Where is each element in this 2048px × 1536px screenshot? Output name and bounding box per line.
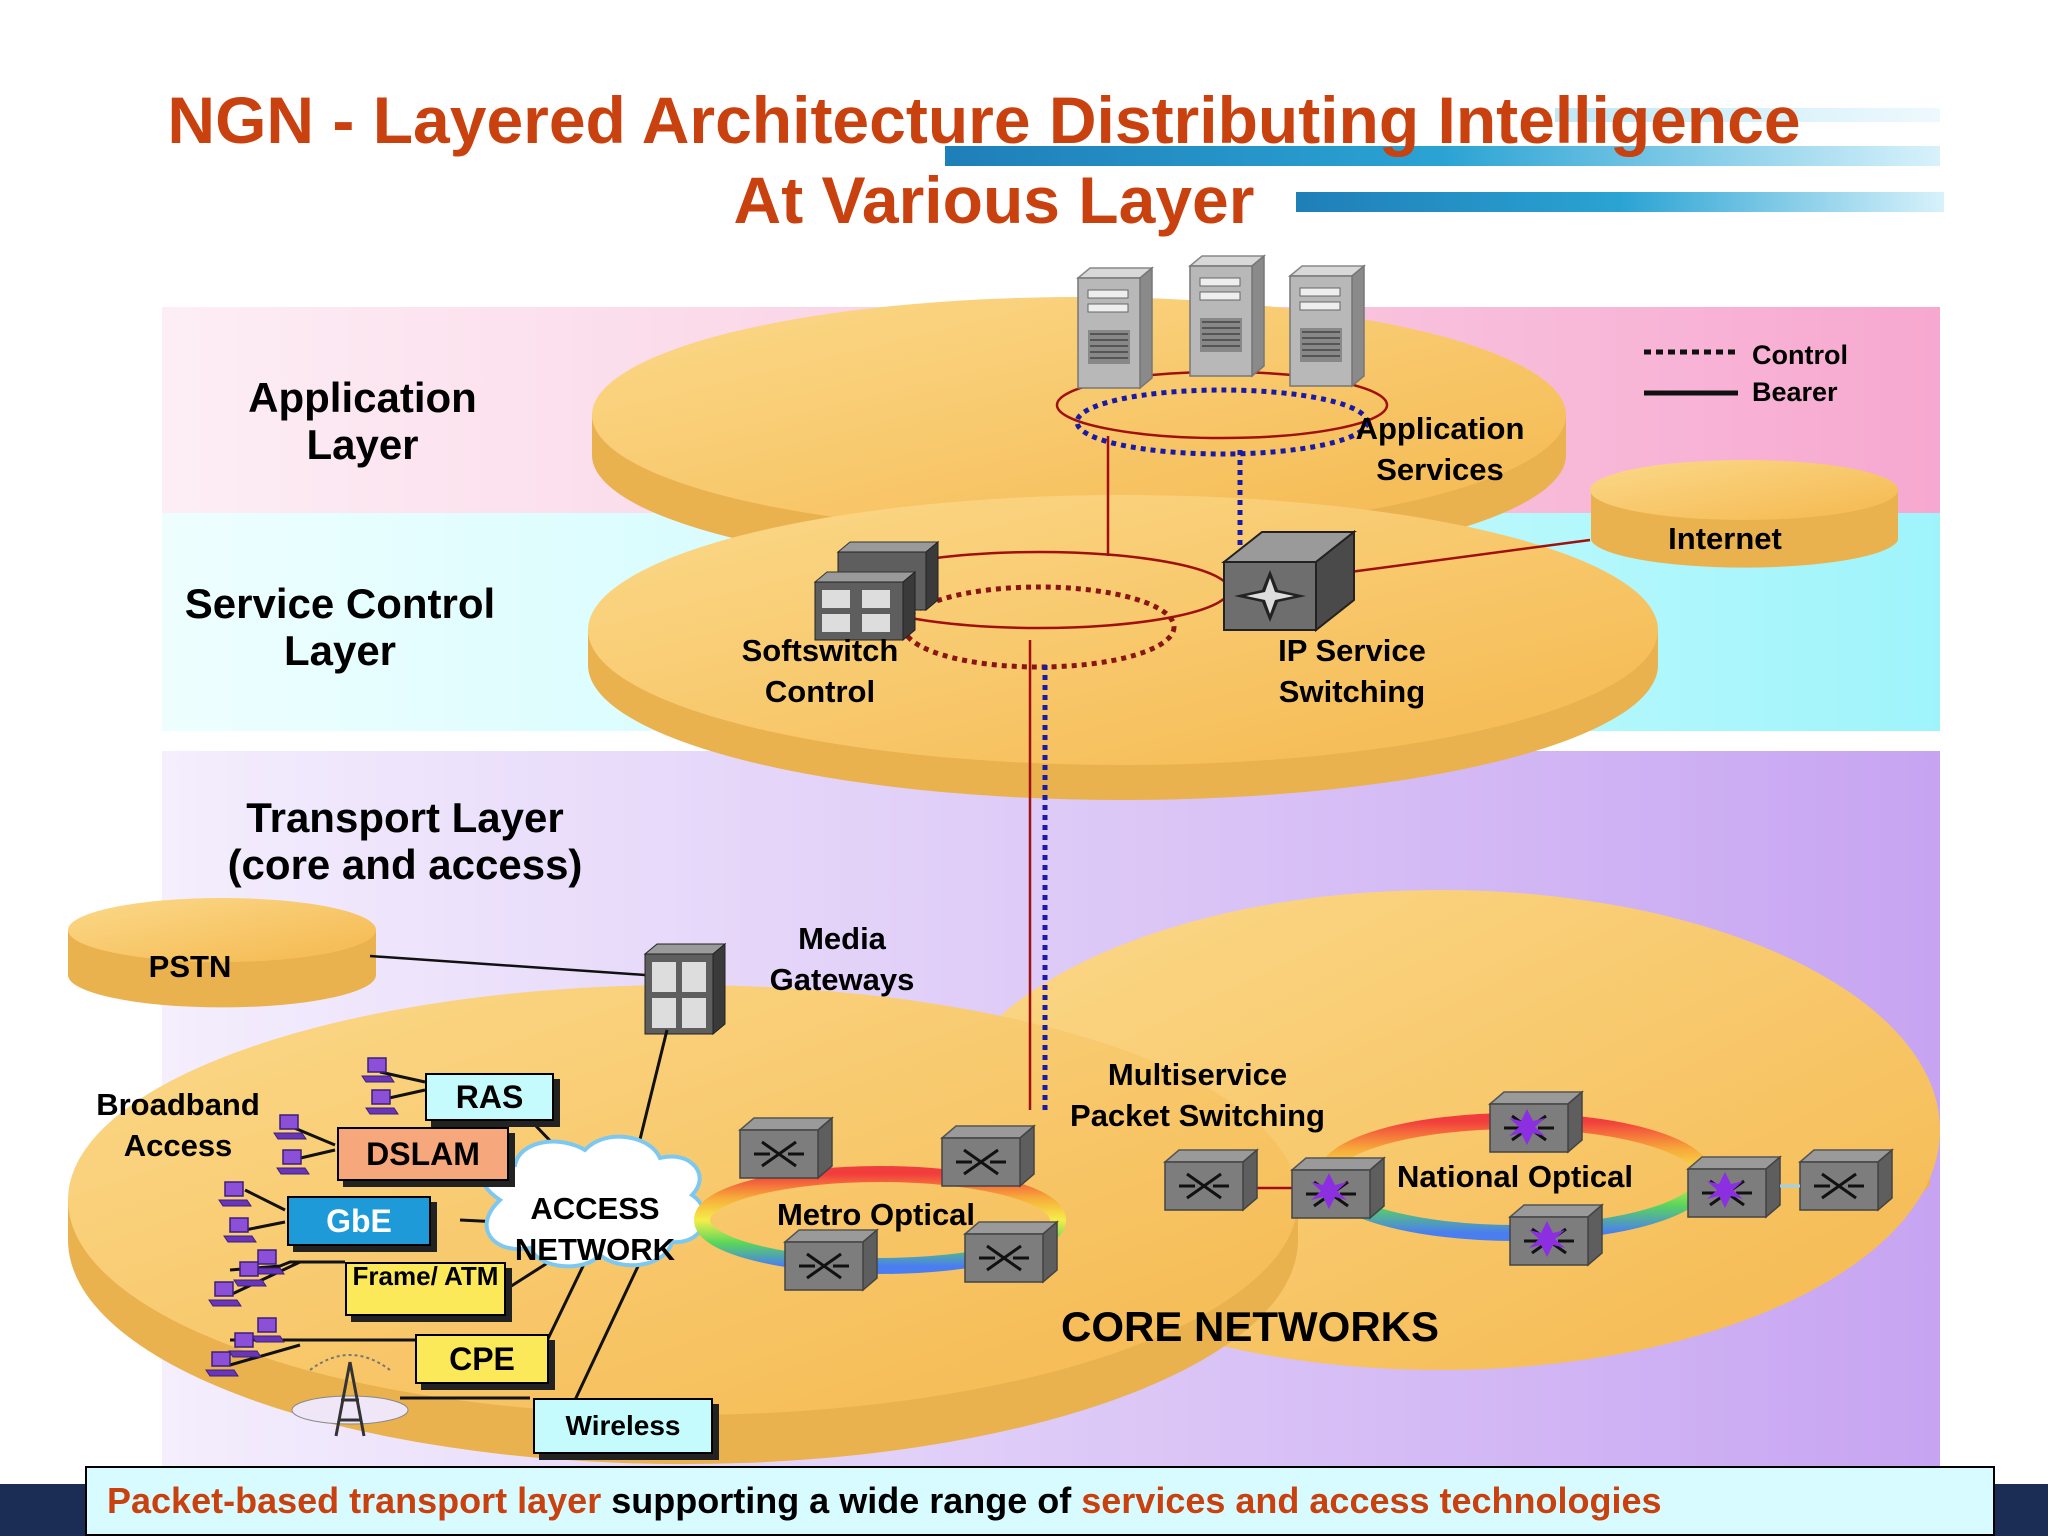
access-box-gbe: GbE — [287, 1196, 431, 1246]
broadband-line2: Access — [123, 1128, 233, 1163]
service-layer-line1: Service Control — [184, 580, 496, 627]
legend-control-label: Control — [1752, 340, 1848, 370]
application-services-line2: Services — [1376, 452, 1504, 487]
footer-part3: services and access technologies — [1081, 1480, 1662, 1521]
access-box-cpe-label: CPE — [449, 1341, 515, 1377]
softswitch-label: Softswitch Control — [720, 630, 920, 712]
transport-layer-label: Transport Layer (core and access) — [200, 794, 610, 888]
media-gateways-line1: Media — [798, 921, 886, 956]
ip-switch-icon — [1221, 529, 1357, 633]
service-layer-label: Service Control Layer — [150, 580, 530, 674]
access-box-wireless-label: Wireless — [565, 1410, 681, 1441]
page-title-line2: At Various Layer — [733, 163, 1255, 237]
internet-label: Internet — [1668, 521, 1782, 556]
media-gateways-line2: Gateways — [769, 962, 915, 997]
ip-switching-line1: IP Service — [1278, 633, 1426, 668]
multiservice-line2: Packet Switching — [1070, 1098, 1325, 1133]
application-services-label: Application Services — [1340, 408, 1540, 490]
metro-optical-ring — [694, 1166, 1066, 1274]
transport-layer-line1: Transport Layer — [246, 794, 564, 841]
access-box-gbe-label: GbE — [326, 1203, 392, 1239]
softswitch-line1: Softswitch — [741, 633, 899, 668]
access-network-label: ACCESS NETWORK — [495, 1188, 695, 1270]
broadband-line1: Broadband — [96, 1087, 260, 1122]
access-network-line2: NETWORK — [514, 1232, 676, 1267]
multiservice-line1: Multiservice — [1107, 1057, 1288, 1092]
optical-switch-icon — [783, 1228, 879, 1292]
application-services-line1: Application — [1355, 411, 1525, 446]
media-gateways-label: Media Gateways — [752, 918, 932, 1000]
internet-disk — [1590, 460, 1898, 568]
application-layer-line1: Application — [248, 374, 477, 421]
footer-part1: Packet-based transport layer — [107, 1480, 602, 1521]
optical-switch-icon — [1163, 1148, 1259, 1212]
media-gateway-icon — [643, 942, 727, 1036]
metro-optical-label: Metro Optical — [776, 1197, 976, 1232]
control-connections — [1042, 450, 1243, 1110]
title-stripe-mid — [1555, 108, 1940, 122]
access-box-cpe: CPE — [415, 1334, 549, 1384]
access-box-dslam: DSLAM — [337, 1127, 509, 1181]
multiservice-label: Multiservice Packet Switching — [1040, 1054, 1355, 1136]
ip-switching-label: IP Service Switching — [1252, 630, 1452, 712]
footer-part2: supporting a wide range of — [601, 1480, 1082, 1521]
transport-layer-line2: (core and access) — [227, 841, 583, 888]
service-layer-line2: Layer — [283, 627, 397, 674]
legend — [1644, 349, 1738, 396]
title-stripe-low — [1296, 192, 1944, 212]
pstn-label: PSTN — [148, 949, 232, 984]
access-box-dslam-label: DSLAM — [366, 1136, 480, 1172]
server-icon — [1077, 267, 1153, 389]
access-box-ras: RAS — [425, 1073, 554, 1121]
optical-switch-icon — [1798, 1148, 1894, 1212]
server-icon — [1189, 255, 1265, 377]
ip-switching-line2: Switching — [1278, 674, 1426, 709]
optical-switch-icon — [940, 1124, 1036, 1188]
server-icon — [1289, 265, 1365, 387]
bearer-connections — [1028, 436, 1591, 1190]
national-optical-label: National Optical — [1397, 1159, 1633, 1194]
access-box-frame-atm-label: Frame/ ATM — [352, 1261, 499, 1291]
legend-bearer-label: Bearer — [1752, 377, 1838, 407]
title-stripe-top — [945, 146, 1940, 166]
access-network-cloud — [480, 1134, 707, 1269]
pstn-link — [369, 954, 646, 977]
footer-banner: Packet-based transport layer supporting … — [85, 1466, 1995, 1536]
access-box-wireless: Wireless — [533, 1398, 713, 1454]
softswitch-icon — [813, 540, 940, 642]
pstn-disk — [68, 898, 376, 1008]
core-networks-label: CORE NETWORKS — [1061, 1303, 1439, 1350]
access-box-frame-atm: Frame/ ATM — [345, 1262, 506, 1316]
page-title-line1: NGN - Layered Architecture Distributing … — [167, 83, 1801, 157]
broadband-access-label: Broadband Access — [78, 1084, 278, 1166]
softswitch-line2: Control — [764, 674, 876, 709]
access-box-ras-label: RAS — [455, 1079, 524, 1115]
optical-switch-icon — [738, 1116, 834, 1180]
wireless-tower-icon — [291, 1354, 409, 1437]
access-network-line1: ACCESS — [530, 1191, 660, 1226]
application-layer-label: Application Layer — [220, 374, 505, 468]
application-layer-line2: Layer — [306, 421, 419, 468]
optical-star-marks — [1311, 1109, 1743, 1257]
